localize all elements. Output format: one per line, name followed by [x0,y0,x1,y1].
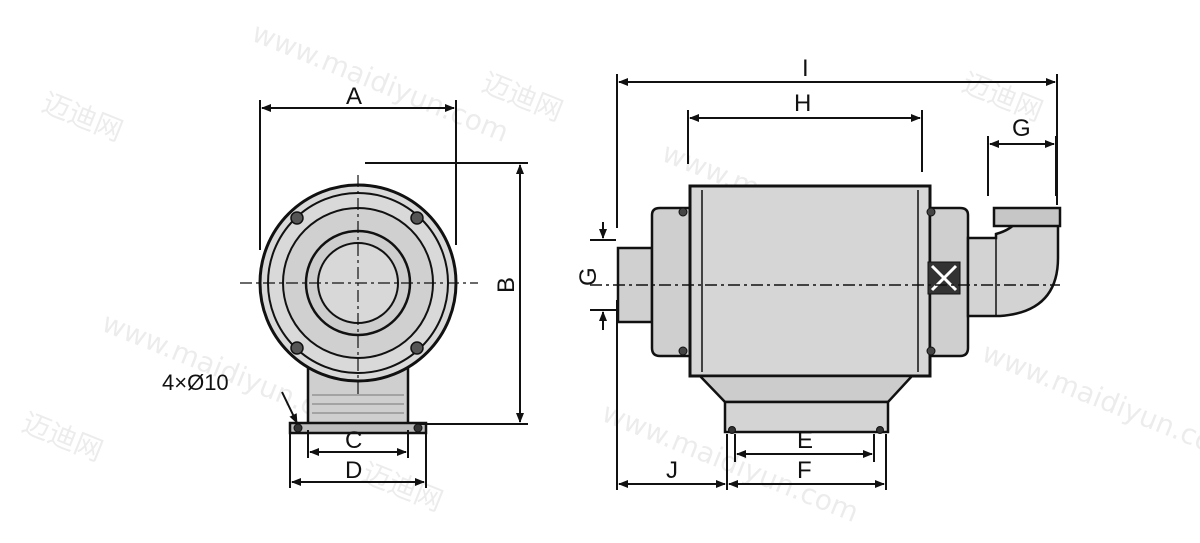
watermark-brand: 迈迪网 [957,66,1047,128]
watermark-brand: 迈迪网 [37,86,127,148]
side-base-neck [697,374,915,404]
dim-C-label: C [345,427,362,454]
flange-bolt [290,341,304,355]
dim-D-label: D [345,457,362,484]
dim-G-top-label: G [1012,115,1031,142]
hole-note-label: 4×Ø10 [162,370,229,395]
dim-G-left-label: G [575,267,602,286]
dim-E-label: E [797,427,813,454]
side-main-body [688,184,932,378]
neck-hatching [312,394,404,414]
side-view [590,184,1062,434]
flange-bolt [410,211,424,225]
flange-bolt [290,211,304,225]
dim-A-label: A [346,83,362,110]
front-foot [288,421,428,435]
flange-bolt [410,341,424,355]
side-outlet-elbow [966,210,1060,318]
watermark-url: www.maidiyun.com [247,16,513,149]
side-base [723,400,890,434]
side-dimensions [590,74,1058,490]
hole-leader [281,391,298,424]
front-view [240,175,478,435]
dim-F-label: F [797,457,812,484]
front-dimensions [259,100,528,488]
foot-bolt-right [413,423,423,433]
dim-B-label: B [493,277,520,293]
dim-J-label: J [666,457,678,484]
side-outlet-cap [992,206,1062,228]
foot-bolt-left [293,423,303,433]
side-left-flange [650,206,692,358]
watermark-brand: 迈迪网 [17,406,107,468]
dim-I-label: I [802,55,809,82]
watermark-url: www.maidiyun.com [977,336,1200,469]
watermark-brand: 迈迪网 [357,456,447,518]
dim-H-label: H [794,90,811,117]
